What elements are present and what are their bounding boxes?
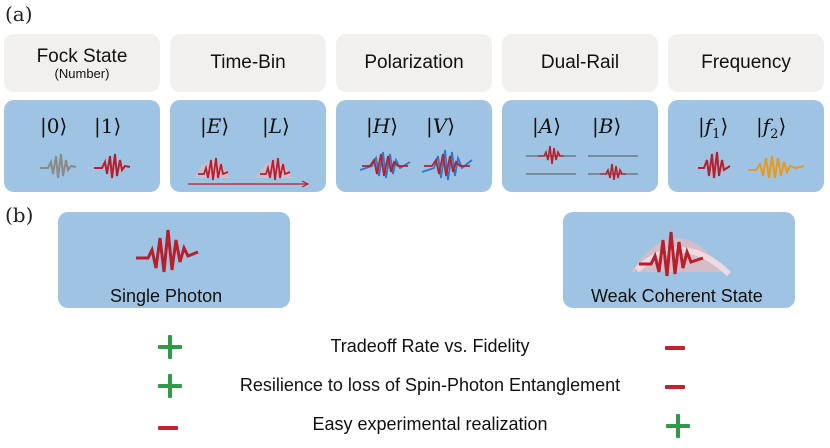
header-fock-subtitle: (Number)	[54, 65, 110, 81]
frequency-f2-pulse-icon	[748, 155, 805, 179]
plus-icon	[158, 374, 182, 398]
polarization-h-pulse-icon	[359, 151, 411, 179]
criterion-resilience: Resilience to loss of Spin-Photon Entang…	[239, 375, 621, 395]
header-dual-rail: Dual-Rail	[502, 34, 658, 92]
weak-coherent-pulse-icon	[631, 231, 732, 277]
ket-polarization-v: |V⟩	[426, 114, 456, 138]
ket-frequency-f1: |f1⟩	[698, 114, 729, 142]
header-frequency: Frequency	[668, 34, 824, 92]
pulse-gray-icon	[40, 153, 77, 179]
single-photon-box: Single Photon	[58, 212, 290, 308]
dual-rail-b-icon	[588, 155, 638, 180]
panel-frequency: |f1⟩ |f2⟩	[668, 100, 824, 192]
ket-fock-1: |1⟩	[94, 114, 122, 138]
weak-coherent-box: Weak Coherent State	[563, 212, 795, 308]
ket-time-bin-e: |E⟩	[200, 114, 230, 138]
minus-icon	[156, 416, 180, 440]
header-polarization: Polarization	[336, 34, 492, 92]
header-fock-title: Fock State	[36, 45, 128, 67]
single-photon-pulse-icon	[136, 229, 199, 273]
header-frequency-title: Frequency	[701, 52, 791, 73]
ket-dual-rail-a: |A⟩	[532, 114, 562, 138]
dual-rail-a-icon	[526, 145, 576, 175]
ket-polarization-h: |H⟩	[366, 114, 399, 138]
plus-icon	[158, 335, 182, 359]
ket-frequency-f2: |f2⟩	[756, 114, 787, 142]
panel-polarization: |H⟩ |V⟩	[336, 100, 492, 192]
ket-dual-rail-b: |B⟩	[592, 114, 622, 138]
criterion-tradeoff: Tradeoff Rate vs. Fidelity	[330, 336, 530, 356]
header-polarization-title: Polarization	[364, 52, 464, 73]
header-dual-rail-title: Dual-Rail	[540, 52, 620, 73]
header-time-bin: Time-Bin	[170, 34, 326, 92]
panel-label-a: (a)	[5, 2, 33, 26]
minus-icon	[663, 336, 687, 360]
frequency-f1-pulse-icon	[698, 151, 731, 179]
criterion-easy-realization: Easy experimental realization	[312, 414, 548, 434]
header-fock-state: Fock State (Number)	[4, 34, 160, 92]
panel-dual-rail: |A⟩ |B⟩	[502, 100, 658, 192]
panel-label-b: (b)	[5, 203, 34, 227]
weak-coherent-label: Weak Coherent State	[591, 286, 763, 306]
header-time-bin-title: Time-Bin	[210, 52, 286, 73]
plus-icon	[666, 414, 690, 438]
time-bin-pulses-icon	[188, 157, 310, 188]
pulse-red-icon	[94, 153, 131, 179]
minus-icon	[663, 375, 687, 399]
ket-fock-0: |0⟩	[40, 114, 68, 138]
single-photon-label: Single Photon	[110, 286, 223, 306]
ket-time-bin-l: |L⟩	[262, 114, 290, 138]
panel-time-bin: |E⟩ |L⟩	[170, 100, 326, 192]
panel-fock-state: |0⟩ |1⟩	[4, 100, 160, 192]
polarization-v-pulse-icon	[421, 149, 473, 181]
